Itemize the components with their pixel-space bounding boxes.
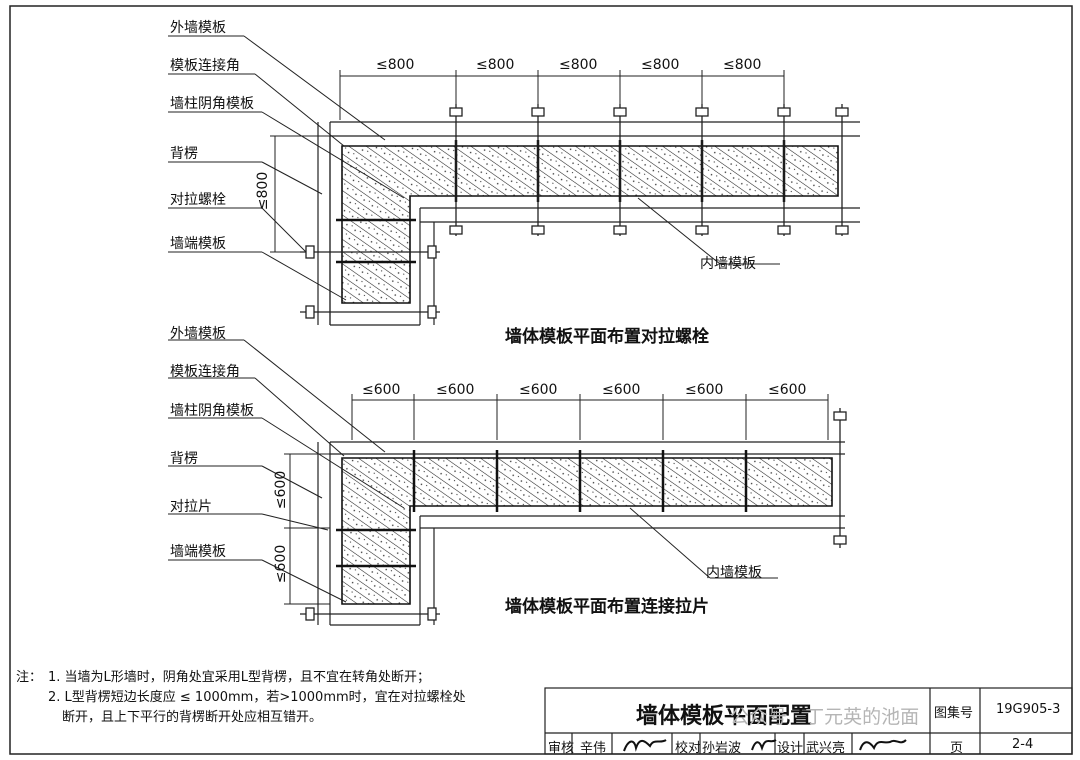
label-end-formwork-1: 墙端模板 xyxy=(170,236,226,252)
dim-2-2: ≤600 xyxy=(519,382,558,398)
label-inner-corner-formwork-1: 墙柱阴角模板 xyxy=(170,96,254,112)
diagram-2 xyxy=(168,339,847,626)
design-label: 设计 xyxy=(777,741,804,756)
dim-1-1: ≤800 xyxy=(476,57,515,73)
label-wale-2: 背楞 xyxy=(170,451,198,467)
dim-2-3: ≤600 xyxy=(602,382,641,398)
dim-1-4: ≤800 xyxy=(723,57,762,73)
note-line-2: 2. L型背楞短边长度应 ≤ 1000mm，若>1000mm时，宜在对拉螺栓处 xyxy=(48,690,466,705)
concrete-wall-2 xyxy=(341,457,833,605)
concrete-wall-1 xyxy=(341,145,839,304)
page-label: 页 xyxy=(950,741,964,756)
label-inner-corner-formwork-2: 墙柱阴角模板 xyxy=(170,403,254,419)
note-line-1: 1. 当墙为L形墙时，阴角处宜采用L型背楞，且不宜在转角处断开； xyxy=(48,670,431,685)
diagram-1 xyxy=(168,35,860,326)
label-outer-formwork-1: 外墙模板 xyxy=(170,20,226,36)
note-line-3: 断开，且上下平行的背楞断开处应相互错开。 xyxy=(62,710,323,725)
label-outer-formwork-2: 外墙模板 xyxy=(170,326,226,342)
signature-reviewer xyxy=(623,739,667,752)
designer-name: 武兴亮 xyxy=(806,741,846,756)
atlas-label: 图集号 xyxy=(934,706,974,721)
label-tie-bolt: 对拉螺栓 xyxy=(170,192,226,208)
label-inner-formwork-2: 内墙模板 xyxy=(706,565,762,581)
dim-1-0: ≤800 xyxy=(376,57,415,73)
dim-1-3: ≤800 xyxy=(641,57,680,73)
label-wale-1: 背楞 xyxy=(170,146,198,162)
title-block-frame xyxy=(544,687,1073,755)
notes-prefix: 注： xyxy=(16,670,43,685)
dim-1-2: ≤800 xyxy=(559,57,598,73)
label-end-formwork-2: 墙端模板 xyxy=(170,544,226,560)
sheet-border xyxy=(9,5,1073,755)
label-corner-connector-2: 模板连接角 xyxy=(170,364,240,380)
dim-2-5: ≤600 xyxy=(768,382,807,398)
checker-name: 孙岩波 xyxy=(702,741,742,756)
atlas-number: 19G905-3 xyxy=(996,702,1061,717)
signature-designer xyxy=(859,739,907,751)
watermark: 公众号 · 丁元英的池面 xyxy=(730,706,920,728)
signature-checker xyxy=(751,739,777,752)
label-corner-connector-1: 模板连接角 xyxy=(170,58,240,74)
reviewer-name: 辛伟 xyxy=(580,741,607,756)
label-inner-formwork-1: 内墙模板 xyxy=(700,256,756,272)
caption-tie-bolt-layout: 墙体模板平面布置对拉螺栓 xyxy=(505,327,709,347)
dim-2-0: ≤600 xyxy=(362,382,401,398)
page-number: 2-4 xyxy=(1012,737,1034,752)
dim-2-1: ≤600 xyxy=(436,382,475,398)
caption-tie-strap-layout: 墙体模板平面布置连接拉片 xyxy=(505,597,709,617)
label-tie-strap: 对拉片 xyxy=(170,499,212,515)
sheet-title: 墙体模板平面配置 xyxy=(636,704,813,729)
check-label: 校对 xyxy=(675,741,702,756)
review-label: 审核 xyxy=(548,741,575,756)
dim-2-4: ≤600 xyxy=(685,382,724,398)
